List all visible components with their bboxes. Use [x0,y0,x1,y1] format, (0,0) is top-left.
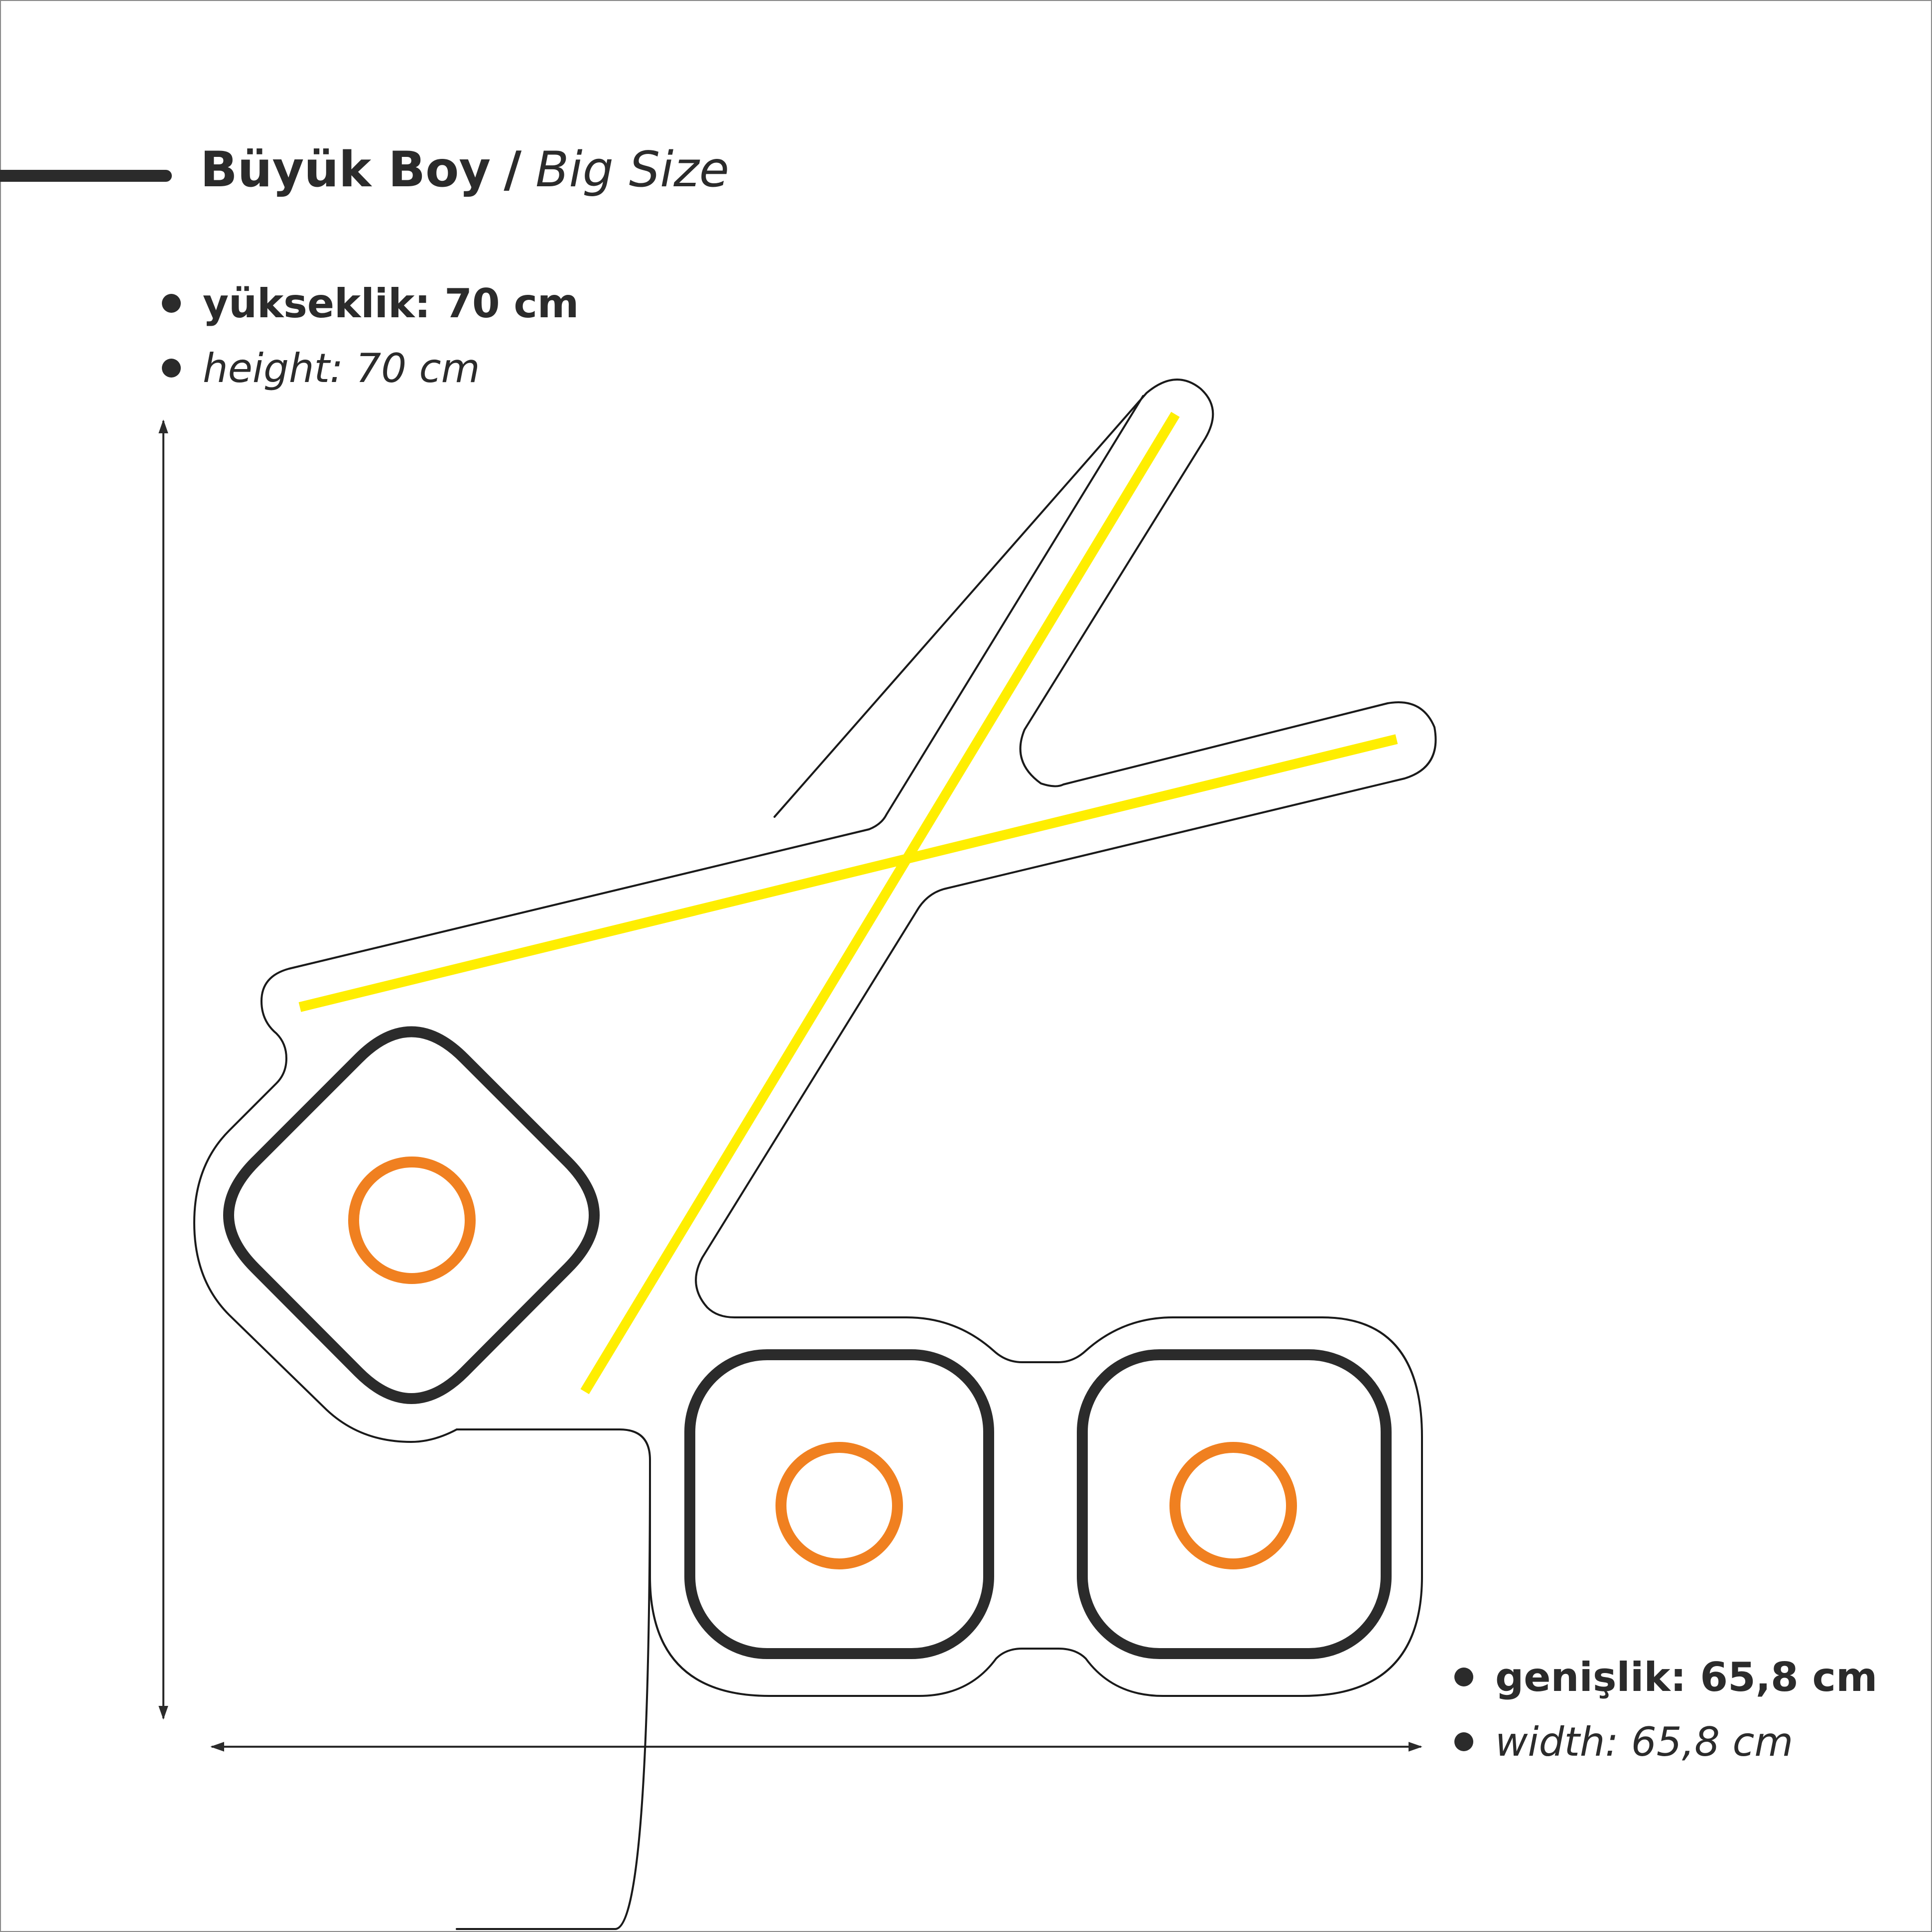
sushi-square-left-outline [684,1349,994,1659]
sushi-trays [223,1026,1392,1659]
sushi-filling-right [1169,1442,1297,1569]
bullet-icon [162,359,181,378]
height-label-turkish: yükseklik: 70 cm [203,280,579,327]
chopstick-diagonal [580,411,1180,1395]
title-english: Big Size [535,141,730,198]
bullet-icon [1454,1732,1473,1752]
width-spec-turkish: genişlik: 65,8 cm [1454,1650,1877,1705]
sushi-diamond-outline [223,1026,600,1404]
height-label-english: height: 70 cm [203,345,480,391]
title-rule [0,170,172,182]
backboard-outline [193,379,1437,1930]
sushi-square-right-outline [1077,1349,1392,1659]
height-spec-turkish: yükseklik: 70 cm [162,276,579,331]
sushi-filling-left [775,1442,903,1569]
width-label-turkish: genişlik: 65,8 cm [1495,1654,1878,1700]
chopstick-horizontal [298,734,1398,1012]
page-title: Büyük Boy/Big Size [200,137,729,202]
sushi-filling-diamond [348,1157,476,1284]
sushi-fillings [348,1157,1297,1569]
chopsticks [298,411,1398,1395]
bullet-icon [1454,1668,1473,1687]
width-label-english: width: 65,8 cm [1495,1719,1794,1765]
bullet-icon [162,294,181,313]
height-spec-english: height: 70 cm [162,341,480,396]
title-turkish: Büyük Boy [200,141,491,198]
width-spec-english: width: 65,8 cm [1454,1715,1793,1770]
title-separator: / [504,141,522,198]
